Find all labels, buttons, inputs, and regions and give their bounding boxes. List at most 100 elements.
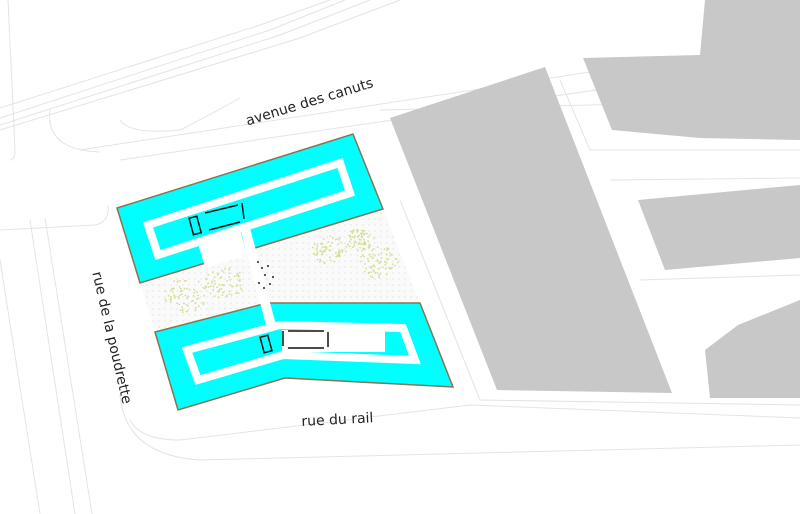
vegetation-dot bbox=[312, 252, 315, 255]
vegetation-dot bbox=[335, 255, 338, 258]
vegetation-dot bbox=[337, 243, 339, 246]
vegetation-dot bbox=[363, 240, 366, 243]
vegetation-dot bbox=[320, 250, 323, 253]
vegetation-dot bbox=[372, 253, 374, 256]
vegetation-dot bbox=[349, 240, 351, 243]
vegetation-dot bbox=[359, 260, 362, 263]
vegetation-dot bbox=[354, 235, 356, 237]
vegetation-dot bbox=[179, 290, 182, 293]
vegetation-dot bbox=[222, 291, 224, 294]
vegetation-dot bbox=[322, 250, 324, 253]
vegetation-dot bbox=[373, 265, 376, 268]
vegetation-dot bbox=[341, 249, 343, 251]
vegetation-dot bbox=[357, 235, 360, 238]
vegetation-dot bbox=[395, 258, 398, 260]
vegetation-dot bbox=[385, 253, 388, 256]
vegetation-dot bbox=[209, 285, 212, 288]
vegetation-dot bbox=[179, 287, 182, 290]
vegetation-dot bbox=[167, 294, 170, 297]
vegetation-dot bbox=[363, 248, 366, 250]
vegetation-dot bbox=[222, 270, 225, 273]
vegetation-dot bbox=[340, 241, 343, 244]
vegetation-dot bbox=[203, 294, 206, 297]
vegetation-dot bbox=[336, 238, 339, 240]
vegetation-dot bbox=[196, 298, 198, 301]
vegetation-dot bbox=[334, 238, 337, 241]
central-garden bbox=[140, 209, 420, 332]
vegetation-dot bbox=[353, 240, 356, 243]
vegetation-dot bbox=[323, 249, 326, 252]
vegetation-dot bbox=[361, 249, 363, 252]
vegetation-dot bbox=[238, 271, 241, 274]
vegetation-dot bbox=[181, 311, 184, 314]
vegetation-dot bbox=[329, 235, 332, 238]
vegetation-dot bbox=[171, 287, 174, 290]
vegetation-dot bbox=[178, 285, 181, 288]
vegetation-dot bbox=[369, 266, 372, 269]
vegetation-dot bbox=[211, 280, 214, 283]
vegetation-dot bbox=[339, 251, 342, 254]
vegetation-dot bbox=[359, 232, 362, 235]
vegetation-dot bbox=[367, 235, 369, 238]
vegetation-dot bbox=[325, 248, 327, 251]
vegetation-dot bbox=[331, 237, 334, 240]
vegetation-dot bbox=[373, 254, 376, 257]
vegetation-dot bbox=[370, 271, 373, 273]
vegetation-dot bbox=[390, 266, 393, 269]
vegetation-dot bbox=[226, 279, 228, 282]
vegetation-dot bbox=[372, 269, 375, 272]
vegetation-dot bbox=[325, 246, 328, 249]
vegetation-dot bbox=[164, 298, 167, 301]
south-block-walkway bbox=[181, 320, 421, 385]
vegetation-dot bbox=[376, 259, 379, 262]
vegetation-dot bbox=[367, 260, 370, 262]
vegetation-dot bbox=[240, 289, 243, 291]
vegetation-dot bbox=[170, 297, 173, 300]
vegetation-dot bbox=[311, 246, 314, 249]
vegetation-dot bbox=[387, 258, 390, 261]
vegetation-dot bbox=[197, 280, 200, 283]
vegetation-dot bbox=[173, 294, 176, 296]
vegetation-dot bbox=[338, 237, 341, 239]
vegetation-dot bbox=[351, 231, 354, 234]
vegetation-dot bbox=[385, 257, 388, 260]
vegetation-dot bbox=[338, 254, 341, 257]
vegetation-dot bbox=[353, 244, 356, 247]
trees bbox=[257, 261, 274, 289]
vegetation-dot bbox=[237, 276, 240, 278]
south-pavilion bbox=[282, 330, 385, 352]
vegetation-dot bbox=[236, 284, 239, 287]
vegetation-dot bbox=[192, 295, 195, 297]
vegetation-dot bbox=[350, 238, 352, 241]
vegetation-dot bbox=[336, 254, 339, 257]
vegetation-dot bbox=[316, 247, 319, 250]
vegetation-dot bbox=[229, 279, 232, 281]
vegetation-dot bbox=[220, 276, 223, 279]
vegetation-dot bbox=[228, 272, 231, 275]
north-pavilion bbox=[196, 226, 248, 268]
vegetation-dot bbox=[202, 286, 205, 289]
vegetation-dot bbox=[385, 249, 388, 252]
vegetation-dot bbox=[384, 263, 387, 266]
vegetation-dot bbox=[194, 302, 197, 304]
vegetation-dot bbox=[212, 271, 214, 273]
vegetation-dot bbox=[370, 267, 373, 270]
vegetation-dot bbox=[181, 306, 184, 308]
vegetation-dot bbox=[218, 290, 221, 292]
vegetation-dot bbox=[196, 291, 198, 294]
vegetation-dot bbox=[193, 288, 195, 291]
vegetation-dot bbox=[380, 252, 383, 254]
vegetation-dot bbox=[316, 252, 319, 255]
connector-path bbox=[240, 228, 276, 325]
vegetation-dot bbox=[236, 272, 239, 275]
vegetation-dot bbox=[184, 294, 187, 297]
vegetation-dot bbox=[323, 262, 326, 265]
vegetation-dot bbox=[235, 292, 238, 294]
vegetation-dot bbox=[228, 267, 231, 270]
vegetation-dot bbox=[316, 245, 319, 248]
vegetation-dot bbox=[390, 253, 393, 256]
vegetation-dot bbox=[385, 273, 388, 276]
vegetation-dot bbox=[389, 252, 392, 255]
vegetation-dot bbox=[210, 281, 213, 284]
vegetation-dot bbox=[352, 246, 354, 249]
